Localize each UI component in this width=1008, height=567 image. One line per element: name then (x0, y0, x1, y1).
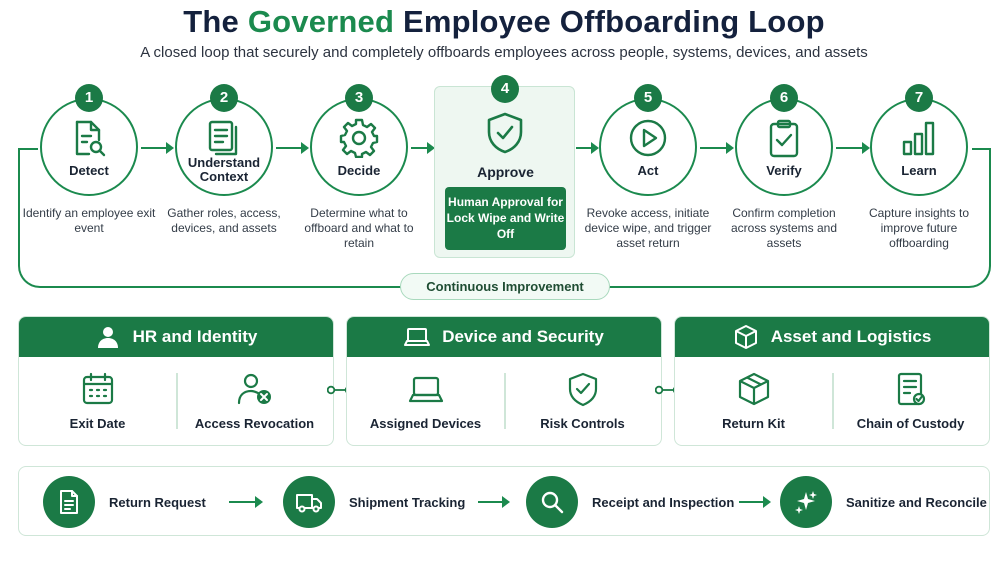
step-circle (870, 98, 968, 196)
step-description: Determine what to offboard and what to r… (304, 206, 414, 250)
flow-arrow (411, 142, 435, 154)
panel-item-return-kit[interactable]: Return Kit (675, 371, 832, 431)
user-remove-icon (237, 373, 271, 405)
flow-arrow (229, 496, 263, 508)
panel-title: HR and Identity (132, 327, 258, 346)
custody-document-icon (897, 372, 925, 406)
panel-divider (504, 373, 506, 429)
panel-divider (832, 373, 834, 429)
flow-arrow (836, 142, 870, 154)
panel-item-exit-date[interactable]: Exit Date (19, 371, 176, 431)
box-icon (734, 325, 757, 349)
step-number: 6 (770, 84, 798, 112)
step-circle (599, 98, 697, 196)
title-accent: Governed (247, 4, 395, 39)
workflow-step-label: Shipment Tracking (349, 494, 466, 510)
clipboard-check-icon (769, 119, 799, 158)
panel-header: HR and Identity (19, 317, 333, 357)
panel-asset-logistics: Asset and Logistics Return Kit Chain of … (674, 316, 990, 446)
workflow-step-sanitize-reconcile[interactable]: Sanitize and Reconcile (780, 476, 987, 528)
step-number: 7 (905, 84, 933, 112)
workflow-step-shipment-tracking[interactable]: Shipment Tracking (283, 476, 465, 528)
step-description: Confirm completion across systems and as… (730, 206, 838, 250)
step-label: Act (637, 163, 659, 178)
loop-return-line-end (972, 148, 991, 150)
panel-item-access-revocation[interactable]: Access Revocation (176, 371, 333, 431)
step-label: Learn (901, 163, 937, 178)
step-label: Detect (69, 163, 109, 178)
panel-divider (176, 373, 178, 429)
calendar-icon (82, 372, 113, 405)
return-workflow: Return Request Shipment Tracking Receipt… (18, 466, 990, 536)
laptop-icon (404, 328, 431, 346)
workflow-step-label: Return Request (109, 494, 206, 510)
magnifier-icon (541, 491, 564, 514)
flow-arrow (700, 142, 734, 154)
step-circle (175, 98, 273, 196)
step-number: 4 (491, 75, 519, 103)
document-search-icon (75, 120, 106, 157)
panel-item-label: Chain of Custody (856, 416, 965, 431)
step-label: Verify (766, 163, 802, 178)
person-icon (97, 327, 118, 348)
package-icon (738, 372, 769, 406)
flow-arrow (276, 142, 309, 154)
panel-item-assigned-devices[interactable]: Assigned Devices (347, 371, 504, 431)
page-title: The Governed Employee Offboarding Loop (183, 4, 825, 39)
documents-icon (208, 120, 238, 156)
step-description: Identify an employee exit event (22, 206, 156, 235)
workflow-step-receipt-inspection[interactable]: Receipt and Inspection (526, 476, 734, 528)
flow-arrow (478, 496, 510, 508)
panel-header: Asset and Logistics (675, 317, 989, 357)
panel-title: Asset and Logistics (770, 327, 932, 346)
workflow-step-label: Sanitize and Reconcile (846, 494, 987, 510)
step-number: 1 (75, 84, 103, 112)
step-circle (310, 98, 408, 196)
document-icon (60, 490, 78, 514)
step-description: Revoke access, initiate device wipe, and… (584, 206, 712, 250)
step-number: 5 (634, 84, 662, 112)
step-description: Capture insights to improve future offbo… (868, 206, 970, 250)
panel-item-risk-controls[interactable]: Risk Controls (504, 371, 661, 431)
flow-arrow (576, 142, 599, 154)
panel-item-label: Exit Date (69, 416, 126, 431)
step-circle (40, 98, 138, 196)
panel-hr-identity: HR and Identity Exit Date Access Revocat… (18, 316, 334, 446)
truck-icon (296, 494, 322, 513)
laptop-icon (408, 376, 443, 403)
step-label: Understand Context (187, 155, 261, 184)
step-approve[interactable]: 4 Approve Human Approval for Lock Wipe a… (434, 75, 575, 258)
panel-item-label: Risk Controls (540, 416, 625, 431)
sparkle-icon (795, 491, 817, 514)
panel-item-label: Assigned Devices (369, 416, 482, 431)
shield-check-icon (568, 372, 597, 407)
continuous-improvement-badge: Continuous Improvement (400, 273, 610, 300)
bar-chart-icon (902, 121, 935, 156)
panel-item-label: Access Revocation (194, 416, 315, 431)
gear-icon (339, 118, 379, 158)
play-icon (629, 119, 667, 157)
step-label: Approve (477, 164, 534, 180)
page-subtitle: A closed loop that securely and complete… (140, 44, 868, 61)
loop-return-line-start (18, 148, 38, 150)
panel-item-label: Return Kit (722, 416, 785, 431)
flow-arrow (141, 142, 174, 154)
step-label: Decide (337, 163, 381, 178)
step-description: Gather roles, access, devices, and asset… (167, 206, 281, 235)
panel-device-security: Device and Security Assigned Devices Ris… (346, 316, 662, 446)
panel-title: Device and Security (442, 327, 604, 346)
panel-item-chain-of-custody[interactable]: Chain of Custody (832, 371, 989, 431)
workflow-step-return-request[interactable]: Return Request (43, 476, 206, 528)
step-number: 2 (210, 84, 238, 112)
workflow-step-label: Receipt and Inspection (592, 494, 735, 510)
flow-arrow (739, 496, 771, 508)
shield-check-icon (487, 112, 523, 154)
human-approval-box: Human Approval for Lock Wipe and Write O… (445, 187, 566, 250)
step-number: 3 (345, 84, 373, 112)
panel-header: Device and Security (347, 317, 661, 357)
